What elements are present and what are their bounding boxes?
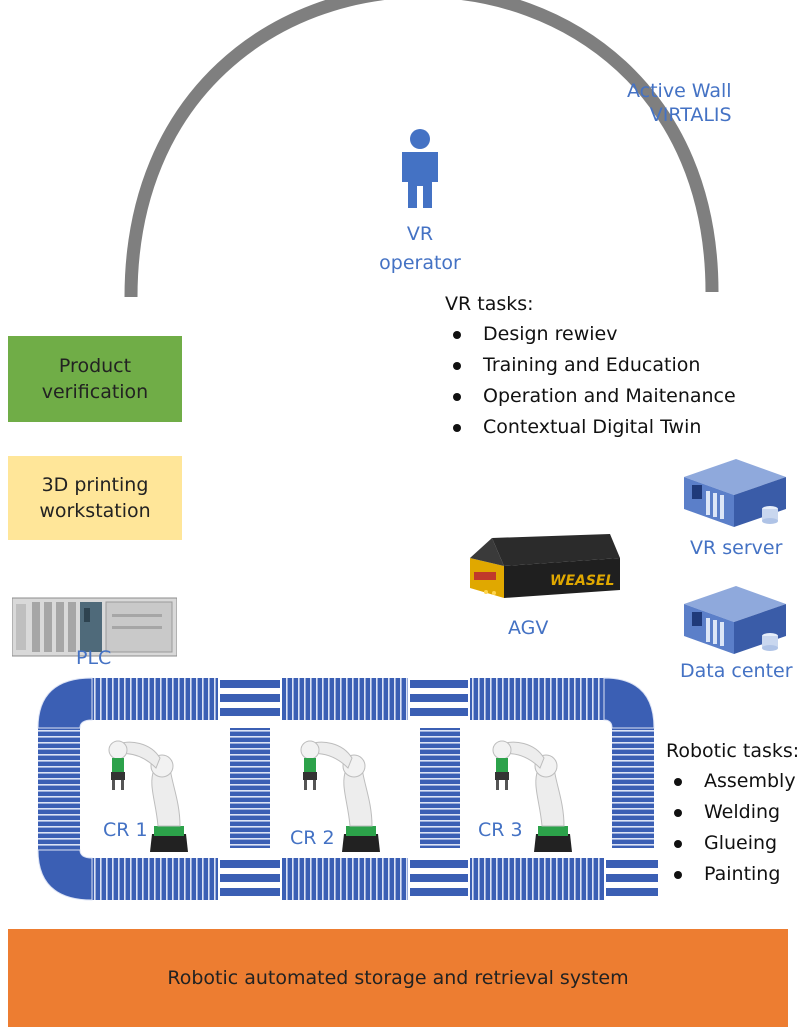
vr-server-icon	[684, 459, 786, 527]
robot-arm-icon	[492, 740, 572, 852]
vr-task-item: Contextual Digital Twin	[445, 412, 736, 443]
storage-system-bar: Robotic automated storage and retrieval …	[8, 929, 788, 1027]
robot-arm-icon	[300, 740, 380, 852]
robotic-task-item: Glueing	[666, 828, 799, 859]
plc-label: PLC	[76, 647, 112, 669]
agv-label: AGV	[508, 617, 549, 639]
vr-tasks-heading: VR tasks:	[445, 293, 534, 315]
robot-label-cr3: CR 3	[478, 819, 523, 841]
vr-operator-label: VR operator	[379, 223, 461, 274]
product-verification-box: Product verification	[8, 336, 182, 422]
robotic-task-item: Painting	[666, 859, 799, 890]
plc-hardware-icon	[12, 597, 177, 657]
robotic-task-item: Welding	[666, 797, 799, 828]
active-wall-arc	[124, 0, 719, 298]
agv-icon: WEASEL	[470, 534, 620, 598]
printing-workstation-box: 3D printing workstation	[8, 456, 182, 540]
vr-task-item: Design rewiev	[445, 319, 736, 350]
robotic-tasks: Robotic tasks: Assembly Welding Glueing …	[666, 736, 799, 890]
vr-task-item: Operation and Maitenance	[445, 381, 736, 412]
agv-brand-text: WEASEL	[550, 573, 614, 589]
active-wall-label: Active Wall VIRTALIS	[627, 80, 732, 126]
robot-label-cr1: CR 1	[103, 819, 148, 841]
vr-tasks: VR tasks: Design rewiev Training and Edu…	[445, 289, 736, 443]
robotic-tasks-heading: Robotic tasks:	[666, 740, 800, 762]
storage-system-label: Robotic automated storage and retrieval …	[167, 967, 629, 989]
robot-arm-icon	[108, 740, 188, 852]
vr-server-label: VR server	[690, 537, 783, 559]
data-center-icon	[684, 586, 786, 654]
robotic-task-item: Assembly	[666, 766, 799, 797]
robot-label-cr2: CR 2	[290, 827, 335, 849]
vr-task-item: Training and Education	[445, 350, 736, 381]
data-center-label: Data center	[680, 660, 793, 682]
person-icon	[402, 129, 438, 208]
